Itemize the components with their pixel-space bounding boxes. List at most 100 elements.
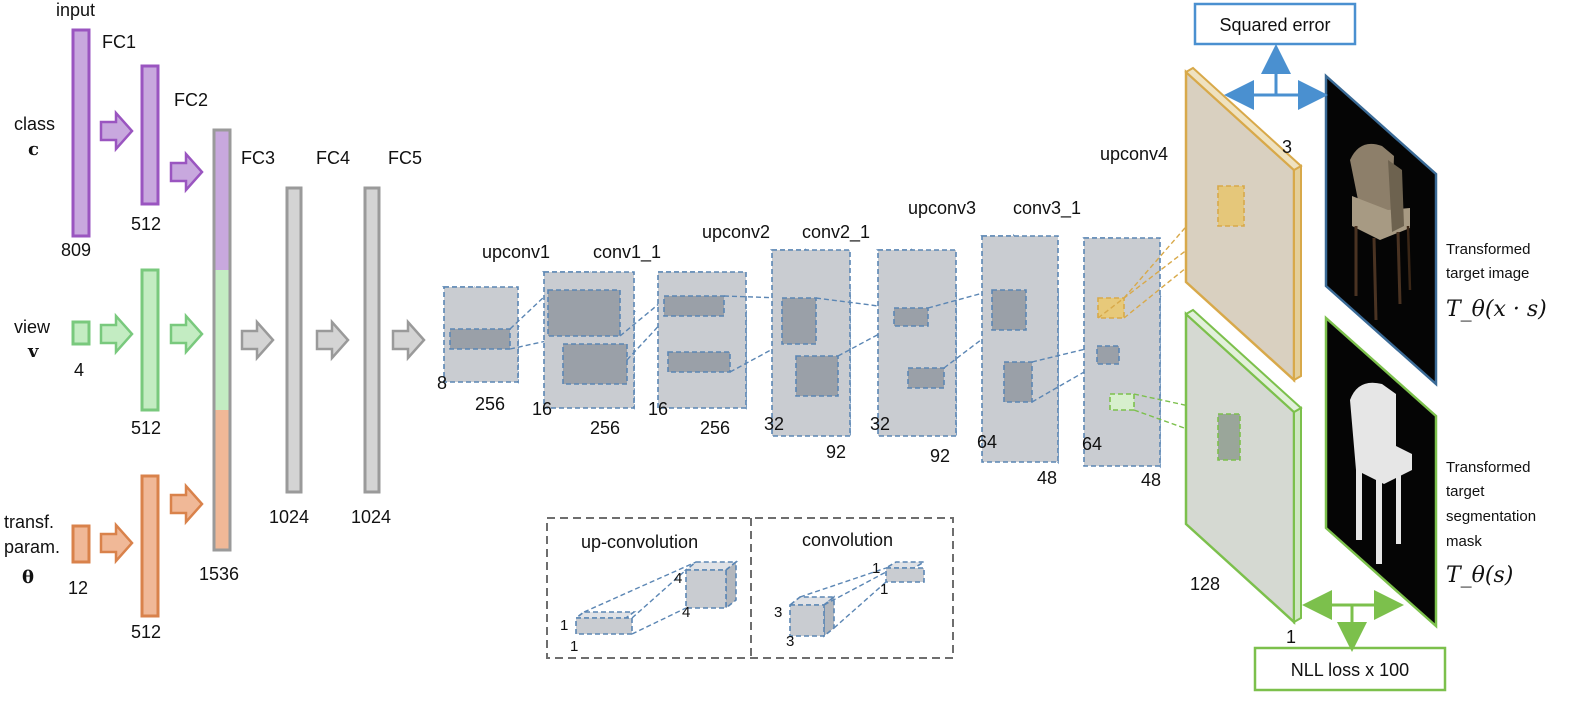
upconv2-label: upconv2 bbox=[702, 222, 770, 242]
upconv1-label: upconv1 bbox=[482, 242, 550, 262]
output-mask-plane bbox=[1184, 308, 1303, 625]
input-label: input bbox=[56, 0, 95, 20]
b2-channels: 16 bbox=[532, 399, 552, 419]
transf-label-line2: param. bbox=[4, 537, 60, 557]
out-image-channels: 3 bbox=[1282, 137, 1292, 157]
arrow-class-fc1 bbox=[99, 109, 134, 153]
legend-box bbox=[546, 517, 954, 659]
block-upconv1 bbox=[441, 285, 521, 384]
block-conv3-1 bbox=[980, 233, 1060, 465]
arrow-fc1-fc2-class bbox=[169, 150, 204, 194]
nll-loss-box bbox=[1253, 646, 1447, 692]
fc2-bar-outline bbox=[212, 128, 232, 552]
fc2-view-segment bbox=[214, 270, 230, 410]
fc2-class-segment bbox=[214, 130, 230, 270]
legend-up-small-h: 1 bbox=[560, 617, 568, 634]
b7-channels: 64 bbox=[1082, 434, 1102, 454]
fc4-size: 1024 bbox=[269, 507, 309, 527]
image-label-line2: target image bbox=[1446, 265, 1529, 282]
mask-label-line2: target bbox=[1446, 483, 1485, 500]
b3-channels: 16 bbox=[648, 399, 668, 419]
b1-size: 256 bbox=[475, 394, 505, 414]
fc1-label: FC1 bbox=[102, 32, 136, 52]
class-size: 809 bbox=[61, 240, 91, 260]
target-mask-panel bbox=[1324, 315, 1438, 629]
block-upconv2 bbox=[655, 270, 749, 410]
fc1-transf-bar bbox=[140, 474, 160, 618]
out-mask-size: 128 bbox=[1190, 574, 1220, 594]
legend-up-big-d: 4 bbox=[682, 604, 690, 621]
view-symbol: v bbox=[27, 341, 39, 362]
fc3-label: FC3 bbox=[241, 148, 275, 168]
legend-conv-big-h: 3 bbox=[774, 604, 782, 621]
arrow-fc5-conv bbox=[391, 318, 426, 362]
b6-size: 48 bbox=[1037, 468, 1057, 488]
image-formula: T_θ(x · s) bbox=[1446, 297, 1547, 322]
class-label: class bbox=[14, 114, 55, 134]
block-conv1-1 bbox=[541, 270, 637, 410]
legend-conv-title: convolution bbox=[802, 530, 893, 550]
block-upconv3 bbox=[875, 248, 959, 438]
legend-upconv-illustration bbox=[573, 560, 739, 635]
fc5-size: 1024 bbox=[351, 507, 391, 527]
b4-channels: 32 bbox=[764, 414, 784, 434]
fc2-transf-segment bbox=[214, 410, 230, 550]
b2-size: 256 bbox=[590, 418, 620, 438]
fc4-label: FC4 bbox=[316, 148, 350, 168]
block-conv2-1 bbox=[769, 248, 853, 438]
fc1-class-bar bbox=[140, 64, 160, 206]
fc1-size-view: 512 bbox=[131, 418, 161, 438]
mask-silhouette bbox=[1350, 382, 1412, 564]
transf-symbol: θ bbox=[22, 567, 34, 588]
class-symbol: c bbox=[28, 139, 39, 160]
nll-loss-text: NLL loss x 100 bbox=[1291, 660, 1409, 680]
output-image-plane bbox=[1184, 66, 1303, 383]
arrow-fc1-fc2-view bbox=[169, 312, 204, 356]
image-label-line1: Transformed bbox=[1446, 241, 1530, 258]
fc5-label: FC5 bbox=[388, 148, 422, 168]
upconv4-label: upconv4 bbox=[1100, 144, 1168, 164]
legend-conv-small-d: 1 bbox=[880, 581, 888, 598]
target-image-panel bbox=[1324, 73, 1438, 387]
b5-channels: 32 bbox=[870, 414, 890, 434]
legend-up-big-h: 4 bbox=[674, 570, 682, 587]
upconv3-label: upconv3 bbox=[908, 198, 976, 218]
fc2-label: FC2 bbox=[174, 90, 208, 110]
arrow-transf-fc1 bbox=[99, 521, 134, 565]
arrow-fc3-fc4 bbox=[240, 318, 275, 362]
fc1-size-transf: 512 bbox=[131, 622, 161, 642]
conv1-1-label: conv1_1 bbox=[593, 242, 661, 263]
b7-size: 48 bbox=[1141, 470, 1161, 490]
block-upconv4 bbox=[1082, 235, 1162, 469]
b6-channels: 64 bbox=[977, 432, 997, 452]
legend-upconv-title: up-convolution bbox=[581, 532, 698, 552]
arrow-view-fc1 bbox=[99, 312, 134, 356]
arrow-fc4-fc5 bbox=[315, 318, 350, 362]
mask-label-line1: Transformed bbox=[1446, 459, 1530, 476]
legend-up-small-d: 1 bbox=[570, 638, 578, 655]
fc3-size: 1536 bbox=[199, 564, 239, 584]
view-input-bar bbox=[71, 320, 91, 346]
b4-size: 92 bbox=[826, 442, 846, 462]
conv2-1-label: conv2_1 bbox=[802, 222, 870, 243]
arrow-fc1-fc2-transf bbox=[169, 482, 204, 526]
fc1-view-bar bbox=[140, 268, 160, 412]
legend-conv-small-h: 1 bbox=[872, 560, 880, 577]
view-label: view bbox=[14, 317, 51, 337]
mask-formula: T_θ(s) bbox=[1446, 563, 1513, 588]
out-mask-channels: 1 bbox=[1286, 627, 1296, 647]
squared-error-text: Squared error bbox=[1219, 15, 1330, 35]
b3-size: 256 bbox=[700, 418, 730, 438]
transf-size: 12 bbox=[68, 578, 88, 598]
fc5-bar bbox=[363, 186, 381, 494]
chair-render bbox=[1350, 143, 1412, 321]
fc4-bar bbox=[285, 186, 303, 494]
mask-label-line3: segmentation bbox=[1446, 508, 1536, 525]
class-input-bar bbox=[71, 28, 91, 238]
b1-channels: 8 bbox=[437, 373, 447, 393]
fc1-size-class: 512 bbox=[131, 214, 161, 234]
transf-input-bar bbox=[71, 524, 91, 564]
legend-conv-big-d: 3 bbox=[786, 633, 794, 650]
squared-error-box bbox=[1193, 2, 1357, 46]
